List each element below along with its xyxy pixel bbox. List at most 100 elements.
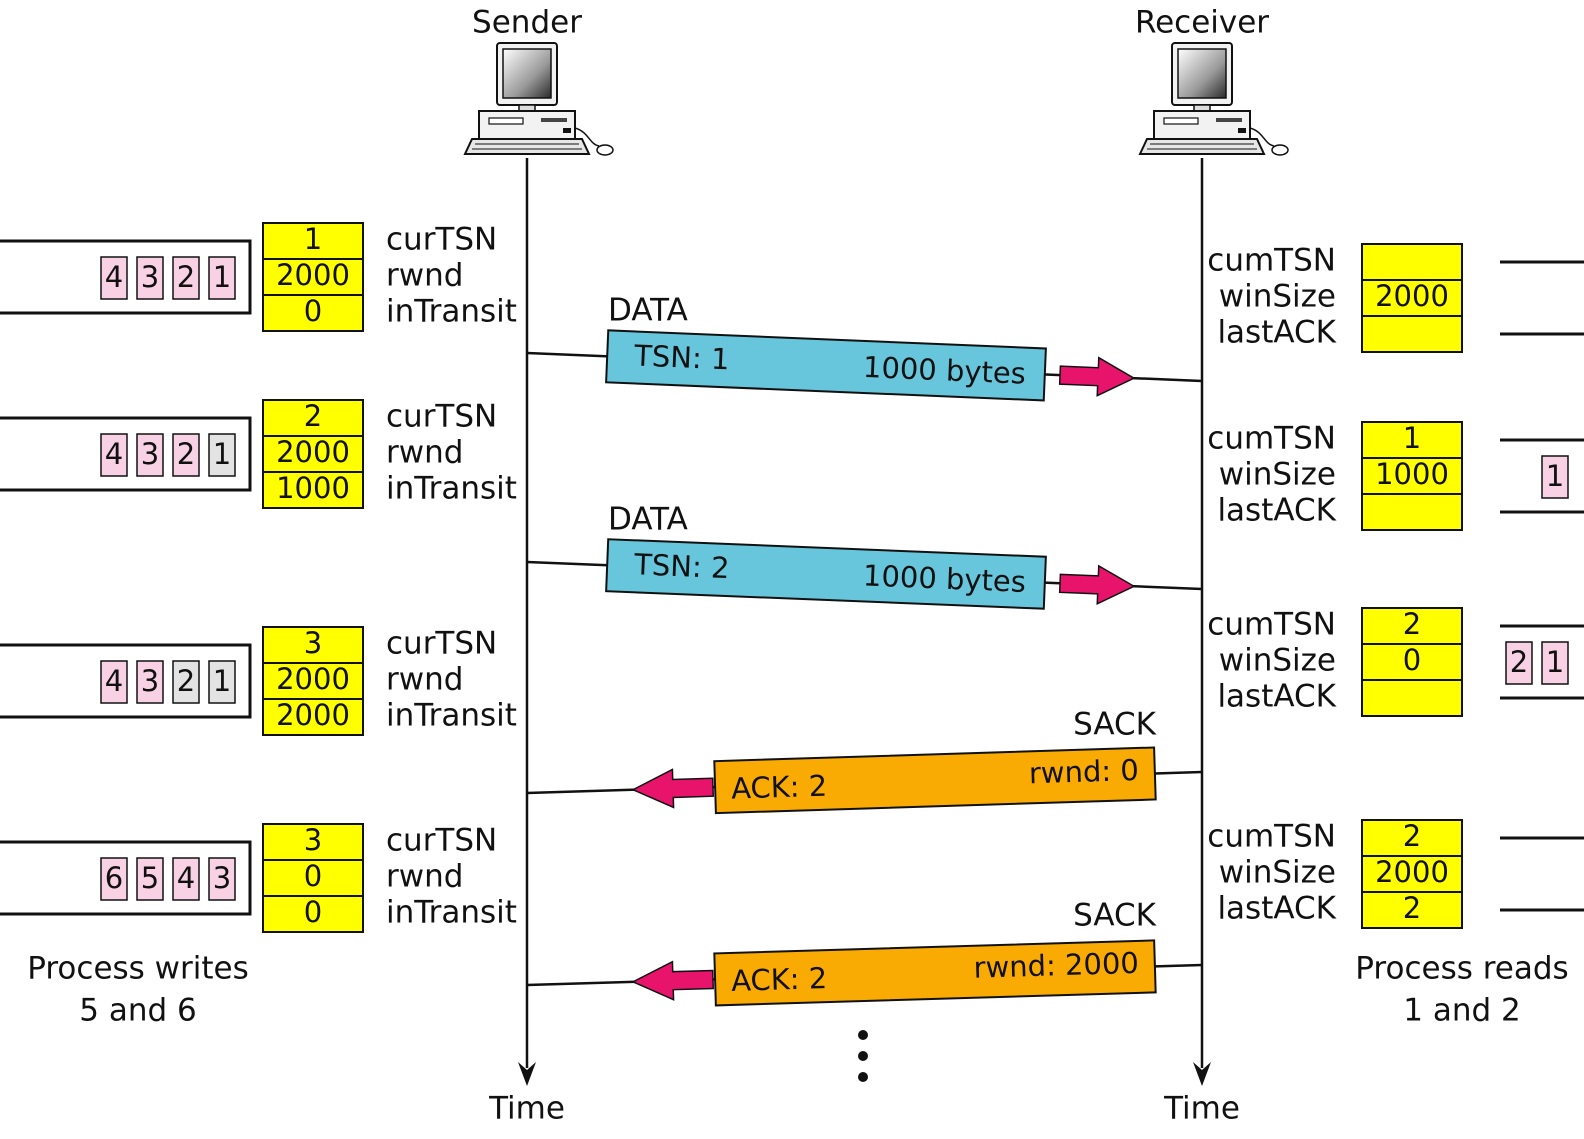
sender-chunk-label: 6 [105, 861, 123, 895]
receiver-register [1361, 421, 1463, 531]
sack-packet-rwnd: rwnd: 0 [1028, 753, 1139, 790]
receiver-register-value: 2000 [1375, 279, 1449, 313]
receiver-var-name: lastACK [1217, 679, 1336, 715]
sender-title: Sender [472, 5, 582, 41]
data-packet-size: 1000 bytes [862, 558, 1026, 598]
sender-var-name: curTSN [386, 399, 497, 435]
data-packet-size: 1000 bytes [862, 350, 1026, 391]
receiver-chunk [1541, 455, 1569, 499]
sender-register [262, 823, 364, 933]
sender-chunk-label: 3 [213, 861, 231, 895]
receiver-var-name: cumTSN [1207, 819, 1336, 855]
sender-chunk [136, 857, 164, 901]
sender-register [262, 222, 364, 332]
sack-direction-arrow [631, 768, 715, 809]
sack-packet-ack: ACK: 2 [731, 961, 828, 998]
receiver-register-value: 2 [1403, 819, 1421, 853]
sender-var-name: rwnd [386, 662, 463, 698]
sender-var-name: inTransit [386, 895, 517, 931]
sender-chunk-label: 3 [141, 664, 159, 698]
receiver-register-value: 2 [1403, 607, 1421, 641]
receiver-var-name: cumTSN [1207, 243, 1336, 279]
receiver-time-label: Time [1163, 1091, 1240, 1127]
sender-note: Process writes [27, 951, 249, 987]
receiver-computer-icon [1139, 42, 1289, 156]
sack-packet-rwnd: rwnd: 2000 [973, 946, 1139, 985]
sender-chunk [208, 660, 236, 704]
sender-var-name: curTSN [386, 222, 497, 258]
sender-chunk [136, 660, 164, 704]
sender-timeline-arrowhead [518, 1062, 536, 1086]
receiver-register [1361, 607, 1463, 717]
sender-register-value: 2 [304, 399, 322, 433]
data-packet-tsn: TSN: 1 [633, 338, 731, 376]
sender-var-name: rwnd [386, 258, 463, 294]
sack-packet-ack: ACK: 2 [731, 769, 828, 806]
sender-chunk-label: 1 [213, 437, 231, 471]
data-direction-arrow [1058, 564, 1136, 606]
receiver-title: Receiver [1135, 5, 1269, 41]
sender-buffer [0, 643, 252, 719]
sender-chunk-label: 4 [177, 861, 195, 895]
sender-var-name: rwnd [386, 435, 463, 471]
sender-chunk [172, 256, 200, 300]
sack-packet: SACK ACK: 2 rwnd: 2000 [526, 898, 1203, 1007]
receiver-var-name: lastACK [1217, 493, 1336, 529]
data-packet-tsn: TSN: 2 [633, 547, 731, 585]
sender-chunk-label: 4 [105, 437, 123, 471]
receiver-var-name: cumTSN [1207, 607, 1336, 643]
receiver-note: 1 and 2 [1403, 993, 1520, 1029]
receiver-chunk [1505, 641, 1533, 685]
sender-chunk-label: 3 [141, 437, 159, 471]
sender-time-label: Time [488, 1091, 565, 1127]
sender-var-name: inTransit [386, 698, 517, 734]
sender-chunk [172, 433, 200, 477]
sender-register [262, 399, 364, 509]
receiver-register [1361, 243, 1463, 353]
sack-packet-box [713, 939, 1157, 1007]
sender-var-name: rwnd [386, 859, 463, 895]
receiver-register-value: 1 [1403, 421, 1421, 455]
receiver-register [1361, 819, 1463, 929]
receiver-chunk-label: 2 [1510, 645, 1528, 679]
sender-chunk [172, 660, 200, 704]
receiver-var-name: winSize [1219, 457, 1336, 493]
sender-chunk-label: 2 [177, 664, 195, 698]
sender-chunk-label: 4 [105, 260, 123, 294]
sender-chunk [100, 433, 128, 477]
sender-register-value: 2000 [276, 662, 350, 696]
sender-register-value: 2000 [276, 698, 350, 732]
sender-register-value: 0 [304, 895, 322, 929]
sender-register-value: 1 [304, 222, 322, 256]
sender-register-value: 2000 [276, 258, 350, 292]
data-packet-kind: DATA [608, 293, 688, 329]
sender-buffer [0, 239, 252, 315]
sender-register-value: 1000 [276, 471, 350, 505]
sender-chunk [136, 433, 164, 477]
sender-var-name: curTSN [386, 823, 497, 859]
sack-packet-kind: SACK [1073, 898, 1157, 934]
receiver-register-value: 2000 [1375, 855, 1449, 889]
sender-buffer [0, 416, 252, 492]
sender-chunk [100, 660, 128, 704]
sender-computer-icon [464, 42, 614, 156]
sender-chunk [208, 433, 236, 477]
receiver-var-name: lastACK [1217, 315, 1336, 351]
sack-direction-arrow [631, 960, 715, 1001]
receiver-var-name: winSize [1219, 855, 1336, 891]
sender-chunk-label: 2 [177, 260, 195, 294]
sender-chunk [172, 857, 200, 901]
sender-register-value: 0 [304, 294, 322, 328]
sack-packet-box [713, 746, 1157, 815]
receiver-var-name: winSize [1219, 279, 1336, 315]
sender-var-name: inTransit [386, 471, 517, 507]
receiver-register-value: 1000 [1375, 457, 1449, 491]
data-packet-box [605, 329, 1047, 402]
